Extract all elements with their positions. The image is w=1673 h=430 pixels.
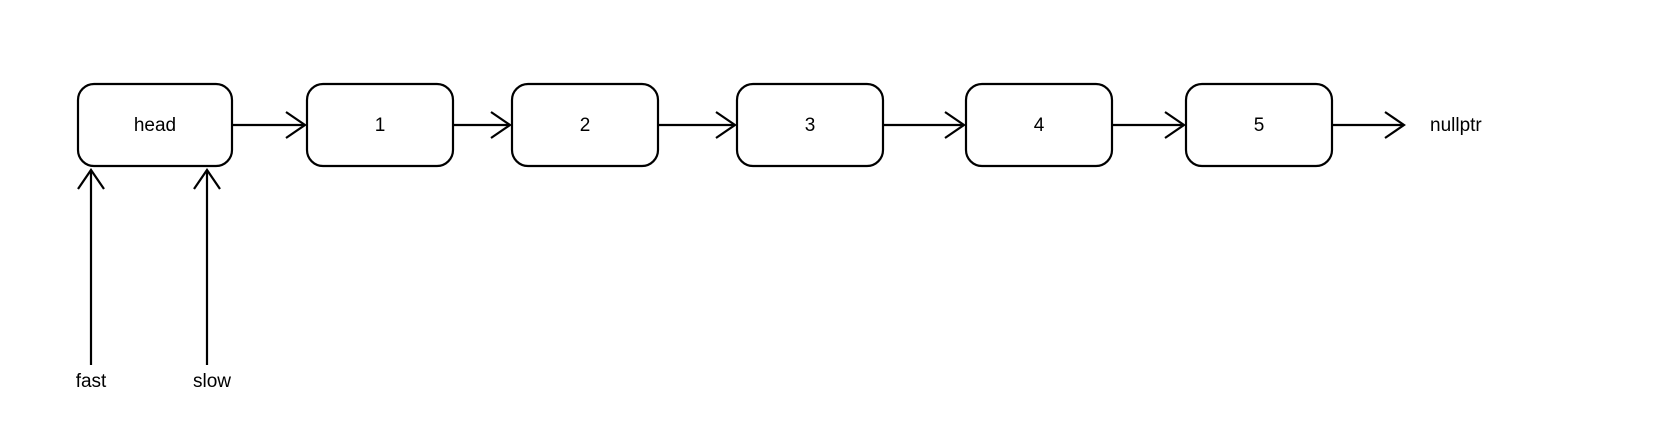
node-4[interactable]: 4 [964, 82, 1114, 168]
node-2[interactable]: 2 [510, 82, 660, 168]
node-box[interactable] [510, 82, 660, 168]
edge-4-to-5 [1112, 111, 1186, 139]
edge-3-to-4 [883, 111, 966, 139]
edge-1-to-2 [453, 111, 512, 139]
arrow-head-icon [490, 111, 512, 139]
node-5[interactable]: 5 [1184, 82, 1334, 168]
arrow-head-icon [1384, 111, 1406, 139]
edge-5-to-nullptr [1332, 111, 1406, 139]
node-label: 4 [1034, 115, 1045, 136]
arrow-head-icon [285, 111, 307, 139]
arrow-head-icon [193, 168, 221, 190]
node-box[interactable] [1184, 82, 1334, 168]
arrow-head-icon [944, 111, 966, 139]
node-label: 1 [375, 115, 386, 136]
pointer-slow[interactable]: slow [193, 168, 231, 392]
node-head[interactable]: head [76, 82, 234, 168]
node-box[interactable] [964, 82, 1114, 168]
node-label: 3 [805, 115, 816, 136]
pointer-label-fast: fast [76, 371, 107, 392]
pointer-label-slow: slow [193, 371, 231, 392]
node-box[interactable] [735, 82, 885, 168]
node-label: head [134, 115, 176, 136]
edge-head-to-1 [232, 111, 307, 139]
node-3[interactable]: 3 [735, 82, 885, 168]
arrow-head-icon [715, 111, 737, 139]
node-box[interactable] [305, 82, 455, 168]
nullptr-label: nullptr [1430, 115, 1482, 136]
edge-2-to-3 [658, 111, 737, 139]
arrow-head-icon [1164, 111, 1186, 139]
pointer-fast[interactable]: fast [76, 168, 107, 392]
node-box[interactable] [76, 82, 234, 168]
node-label: 2 [580, 115, 591, 136]
node-1[interactable]: 1 [305, 82, 455, 168]
arrow-head-icon [77, 168, 105, 190]
node-label: 5 [1254, 115, 1265, 136]
